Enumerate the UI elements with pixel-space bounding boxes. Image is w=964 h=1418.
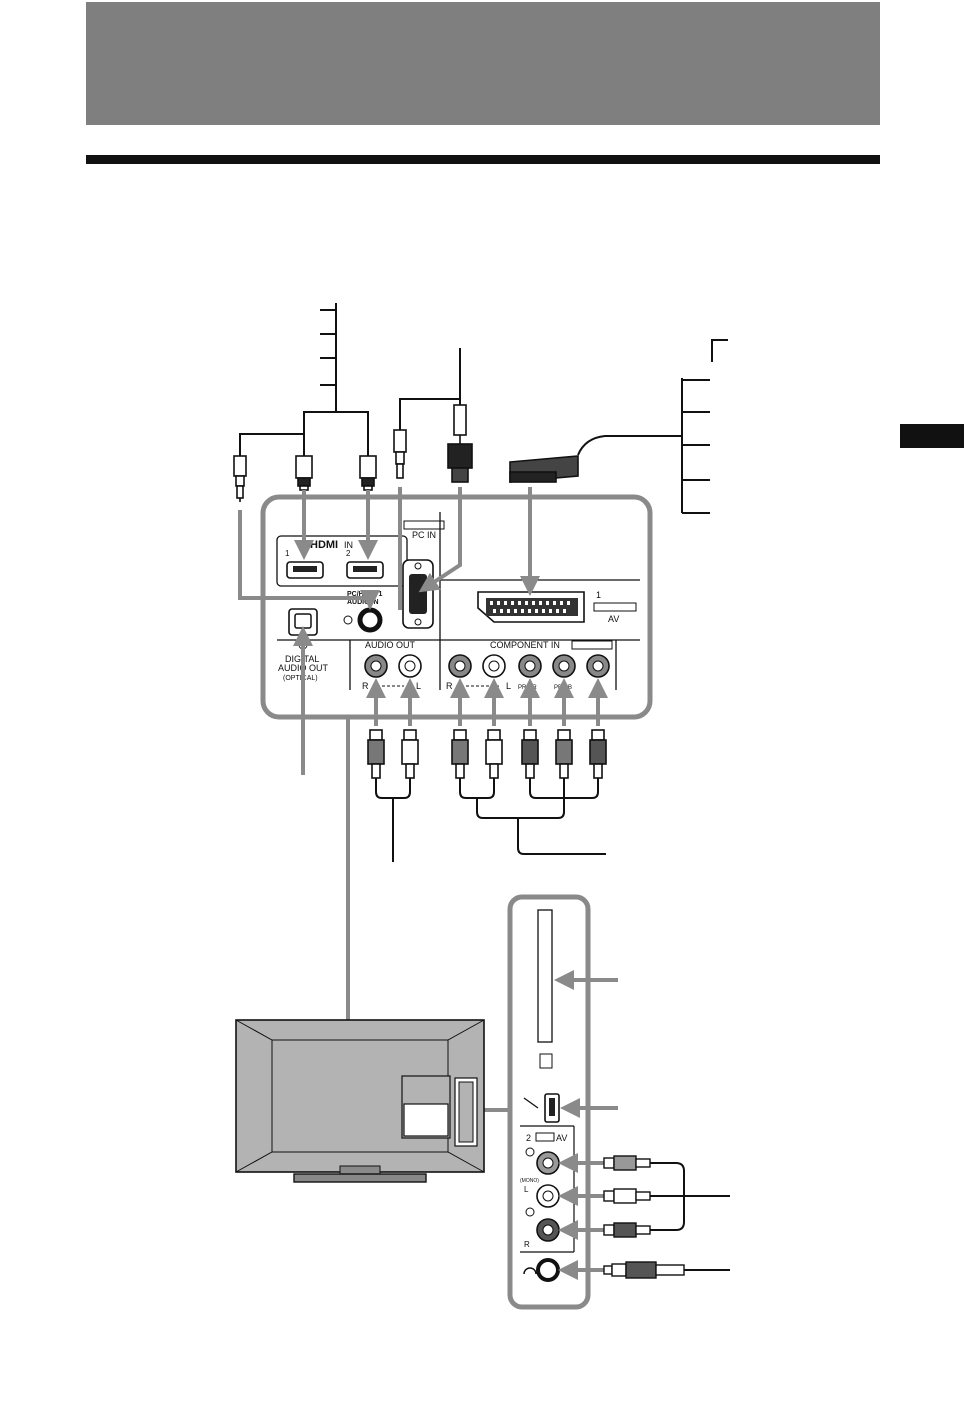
svg-text:AUDIO IN: AUDIO IN xyxy=(347,599,379,606)
scart-label-bracket xyxy=(577,339,728,514)
svg-text:2: 2 xyxy=(346,549,351,558)
card-slot[interactable] xyxy=(537,909,553,1043)
side-terminal-panel xyxy=(507,894,591,1310)
scart-socket: 1 AV xyxy=(477,590,637,624)
svg-text:COMPONENT IN: COMPONENT IN xyxy=(490,640,560,650)
side-panel-contents: 2 AV (MONO) L R xyxy=(520,909,575,1282)
side-cable-join xyxy=(650,1162,730,1271)
header-band xyxy=(86,2,880,125)
pc-cable-leader xyxy=(399,348,461,430)
svg-text:AV: AV xyxy=(556,1133,567,1143)
svg-text:AUDIO OUT: AUDIO OUT xyxy=(365,640,416,650)
svg-text:R: R xyxy=(524,1240,530,1249)
svg-text:L: L xyxy=(416,681,421,691)
audio-out-block: AUDIO OUT R L xyxy=(362,640,422,691)
section-tab xyxy=(900,424,964,448)
headphone-jack[interactable] xyxy=(536,1258,560,1282)
hdmi-plug-2 xyxy=(359,455,377,491)
svg-text:(MONO): (MONO) xyxy=(520,1178,539,1184)
mini-jack-plug-center xyxy=(393,429,407,479)
svg-text:PC IN: PC IN xyxy=(412,530,436,540)
hdmi-label-bracket xyxy=(239,303,369,456)
vga-plug xyxy=(447,404,473,483)
svg-text:L: L xyxy=(524,1185,529,1194)
svg-text:R: R xyxy=(446,681,453,691)
side-rca-plugs xyxy=(603,1155,685,1279)
rca-plugs-audio-out xyxy=(367,729,419,779)
rca-plugs-component xyxy=(451,729,607,779)
mini-jack-plug-left xyxy=(233,455,247,502)
pc-in-block: PC IN xyxy=(402,520,445,629)
svg-text:IN: IN xyxy=(344,540,353,550)
tv-rear-view xyxy=(235,1019,485,1183)
panel-dividers xyxy=(277,512,640,690)
scart-plug xyxy=(509,455,579,483)
svg-text:1: 1 xyxy=(285,549,290,558)
hdmi-plug-1 xyxy=(295,455,313,491)
guide-arrows-side xyxy=(475,970,618,1280)
rear-terminal-panel xyxy=(260,494,653,720)
svg-text:(OPTICAL): (OPTICAL) xyxy=(283,675,318,682)
svg-text:2: 2 xyxy=(526,1133,531,1143)
svg-text:HDMI: HDMI xyxy=(310,539,338,551)
hdmi-in-block: HDMI IN 1 2 xyxy=(276,535,408,587)
cable-joins xyxy=(375,778,606,862)
svg-text:L: L xyxy=(506,681,511,691)
audio-in-jack[interactable] xyxy=(357,607,383,633)
svg-text:AV: AV xyxy=(608,614,619,624)
svg-text:1: 1 xyxy=(596,590,601,600)
svg-text:R: R xyxy=(362,681,369,691)
title-rule xyxy=(86,155,880,164)
svg-text:PR/CR: PR/CR xyxy=(518,685,537,691)
